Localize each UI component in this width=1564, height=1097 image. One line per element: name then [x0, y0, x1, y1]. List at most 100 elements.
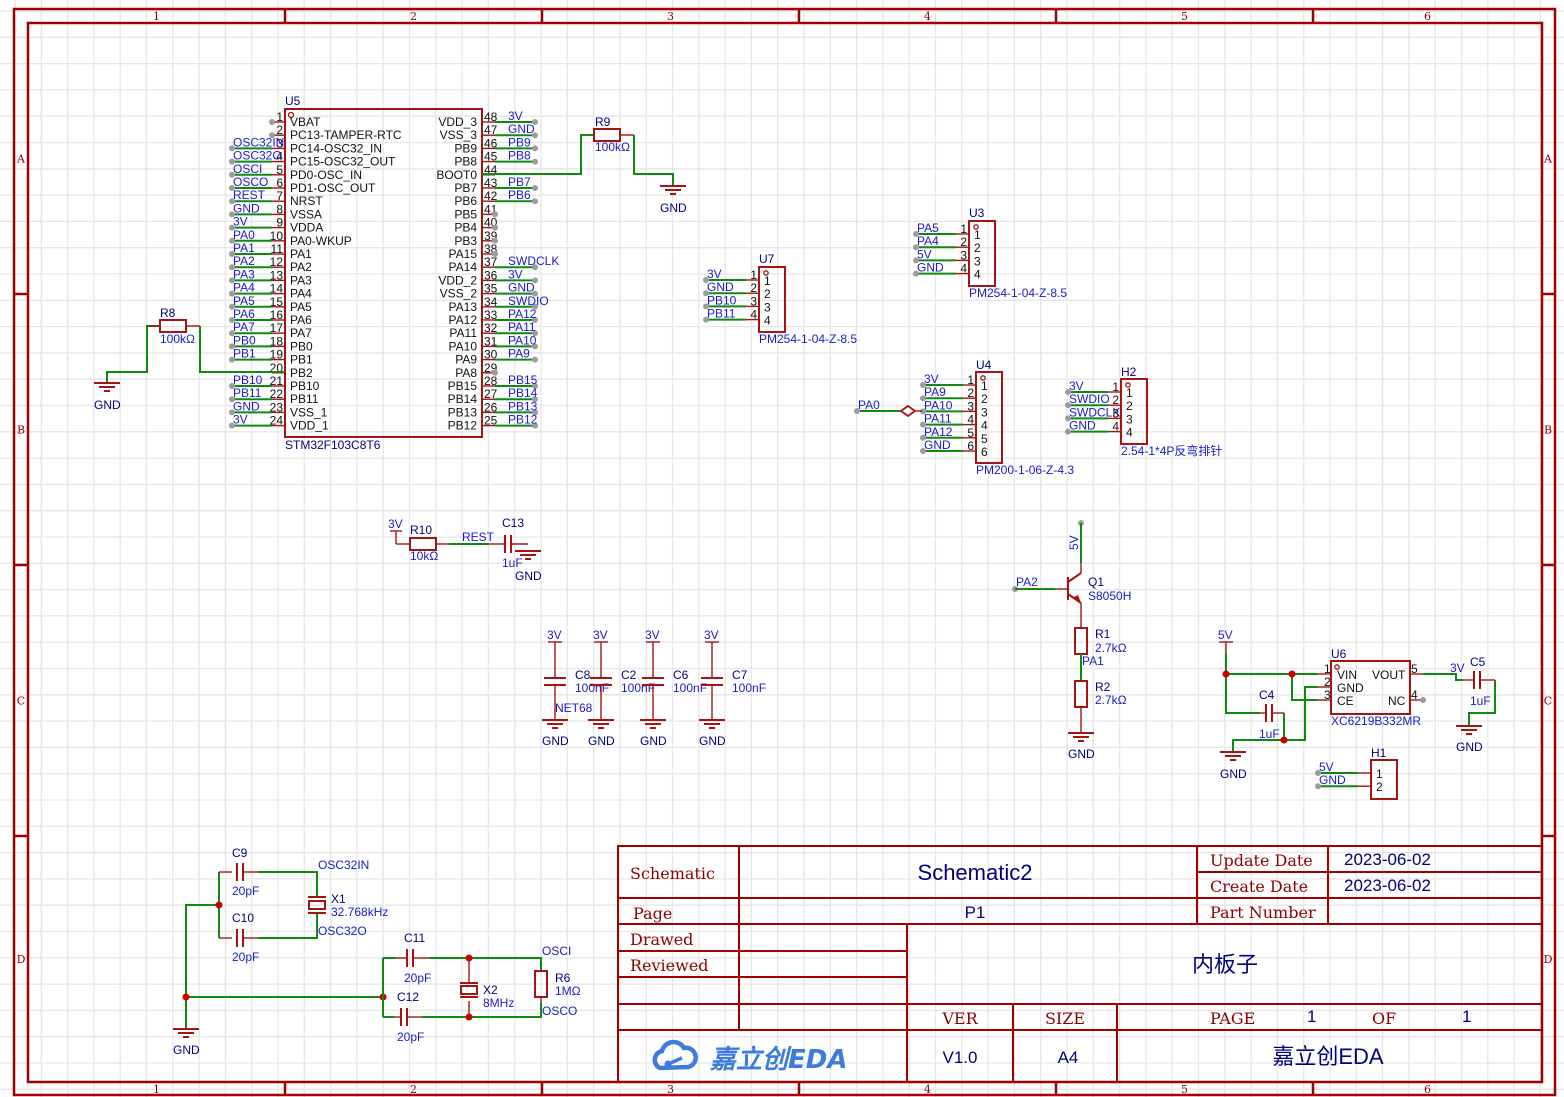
pin-number: 8: [276, 202, 283, 216]
net-label: PA4: [917, 234, 939, 248]
net-label: PA5: [233, 294, 255, 308]
crystal-circuits[interactable]: C9 20pF C10 20pF OSC32IN OSC32O X1 32.76…: [173, 846, 581, 1057]
x1-value: 32.768kHz: [331, 905, 388, 919]
pin1-marker-icon: [980, 375, 986, 381]
c4-value: 1uF: [1259, 727, 1280, 741]
u6-body[interactable]: [1330, 660, 1411, 715]
x1-body[interactable]: [308, 900, 326, 910]
x2-body[interactable]: [460, 985, 478, 995]
u6-ldo-circuit[interactable]: 5V C4 1uF GND U6 XC6219B332MR 1 2 3 VIN …: [1218, 628, 1496, 781]
r2-body[interactable]: [1074, 680, 1088, 708]
u5-body[interactable]: [284, 108, 483, 438]
pin-name: PB8: [454, 155, 477, 169]
pin-name: 1: [1376, 767, 1383, 781]
r1-body[interactable]: [1074, 627, 1088, 655]
r8-resistor[interactable]: R8 100kΩ GND: [94, 306, 285, 412]
r8-body[interactable]: [159, 319, 187, 333]
r10-value: 10kΩ: [410, 549, 438, 563]
r9-resistor[interactable]: R9 100kΩ GND: [482, 115, 687, 215]
zone-column-label: 5: [1181, 1083, 1188, 1096]
q1-transistor-circuit[interactable]: 5V PA2 Q1 S8050H R1 2.7kΩ PA1 R2 2.7kΩ G…: [1012, 520, 1131, 761]
reset-circuit[interactable]: 3V R10 10kΩ REST C13 1uF GND: [388, 516, 542, 583]
